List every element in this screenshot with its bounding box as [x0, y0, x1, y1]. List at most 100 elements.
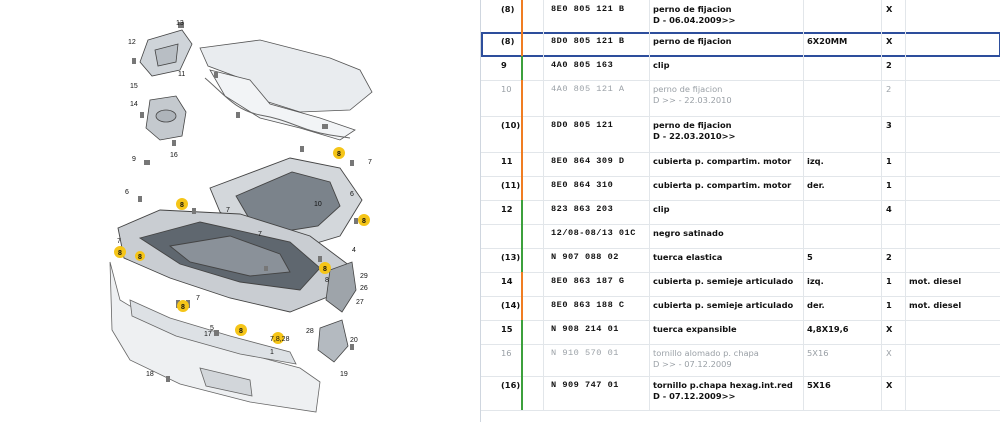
- callout-7-8-28: 7,8,28: [270, 336, 290, 343]
- column-separator: [649, 224, 650, 248]
- callout-9: 9: [132, 156, 136, 163]
- part-quantity: X: [886, 348, 892, 358]
- column-separator: [803, 296, 804, 320]
- availability-indicator: [521, 376, 523, 410]
- part-quantity: 2: [886, 84, 892, 94]
- availability-indicator: [521, 152, 523, 176]
- column-separator: [543, 200, 544, 224]
- availability-indicator: [521, 32, 523, 56]
- part-description: clip: [653, 60, 803, 71]
- part-description: clip: [653, 204, 803, 215]
- callout-7b: 7: [226, 207, 230, 214]
- callout-19: 19: [340, 371, 348, 378]
- part-quantity: 2: [886, 252, 892, 262]
- description-line: clip: [653, 204, 670, 214]
- column-separator: [905, 296, 906, 320]
- callout-labels: 13 12 11 15 14 16 9 6 8 7 8 7 8 6 7 8 8 …: [117, 20, 372, 378]
- description-line: tuerca expansible: [653, 324, 737, 334]
- callout-8g: 8: [181, 304, 185, 311]
- part-quantity: 4: [886, 204, 892, 214]
- description-line: cubierta p. semieje articulado: [653, 276, 794, 286]
- callout-8a: 8: [337, 151, 341, 158]
- callout-20: 20: [350, 337, 358, 344]
- description-line: D - 22.03.2010>>: [653, 131, 736, 141]
- column-separator: [543, 116, 544, 152]
- description-line: D >> - 22.03.2010: [653, 95, 732, 105]
- column-separator: [881, 0, 882, 32]
- callout-8b: 8: [180, 202, 184, 209]
- column-separator: [905, 116, 906, 152]
- part-remark: izq.: [807, 156, 824, 166]
- part-quantity: 1: [886, 300, 892, 310]
- part-quantity: X: [886, 324, 893, 334]
- description-line: negro satinado: [653, 228, 724, 238]
- position-number: 10: [501, 84, 512, 94]
- column-separator: [905, 376, 906, 410]
- column-separator: [803, 376, 804, 410]
- callout-8c: 8: [362, 218, 366, 225]
- column-separator: [905, 152, 906, 176]
- description-line: perno de fijacion: [653, 4, 732, 14]
- part-remark: 5: [807, 252, 813, 262]
- column-separator: [543, 272, 544, 296]
- part-number: 12/08-08/13 01C: [551, 228, 636, 238]
- position-number: (8): [501, 36, 515, 46]
- availability-indicator: [521, 344, 523, 376]
- column-separator: [905, 224, 906, 248]
- underbody-panel: [117, 209, 351, 313]
- availability-indicator: [521, 176, 523, 200]
- part-number: 8D0 805 121 B: [551, 36, 625, 46]
- column-separator: [649, 116, 650, 152]
- position-number: (11): [501, 180, 521, 190]
- description-line: D - 06.04.2009>>: [653, 15, 736, 25]
- part-description: cubierta p. compartim. motor: [653, 156, 803, 167]
- part-description: tuerca elastica: [653, 252, 803, 263]
- callout-26: 26: [360, 285, 368, 292]
- column-separator: [543, 176, 544, 200]
- column-separator: [905, 272, 906, 296]
- column-separator: [543, 32, 544, 56]
- column-separator: [803, 56, 804, 80]
- description-line: D >> - 07.12.2009: [653, 359, 732, 369]
- column-separator: [881, 224, 882, 248]
- availability-indicator: [521, 200, 523, 224]
- column-separator: [649, 152, 650, 176]
- part-description: cubierta p. semieje articulado: [653, 300, 803, 311]
- callout-8i: 8: [239, 328, 243, 335]
- description-line: clip: [653, 60, 670, 70]
- callout-12: 12: [128, 39, 136, 46]
- availability-indicator: [521, 296, 523, 320]
- callout-27: 27: [356, 299, 364, 306]
- column-separator: [543, 320, 544, 344]
- column-separator: [905, 344, 906, 376]
- part-quantity: 3: [886, 120, 892, 130]
- column-separator: [543, 80, 544, 116]
- callout-17: 17: [204, 331, 212, 338]
- column-separator: [649, 376, 650, 410]
- subframe-bracket: [199, 39, 373, 141]
- part-model: mot. diesel: [909, 276, 962, 286]
- part-quantity: 1: [886, 180, 892, 190]
- position-number: 11: [501, 156, 513, 166]
- parts-row[interactable]: 12/08-08/13 01C negro satinado: [481, 224, 1000, 249]
- part-remark: der.: [807, 180, 825, 190]
- column-separator: [543, 344, 544, 376]
